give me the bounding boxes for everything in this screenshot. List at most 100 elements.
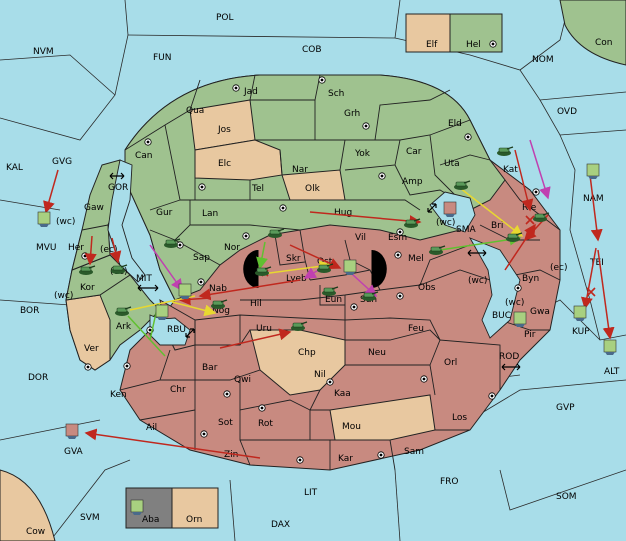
island-con[interactable]	[559, 0, 626, 66]
sea-gva: GVA	[64, 447, 84, 457]
province-obs[interactable]: Obs	[418, 283, 436, 293]
sea-cob: COB	[302, 45, 322, 55]
legend-top: Elf Hel	[405, 13, 503, 53]
province-olk[interactable]: Olk	[305, 184, 321, 194]
province-ver[interactable]: Ver	[84, 344, 99, 354]
province-amp[interactable]: Amp	[402, 177, 423, 187]
province-eun[interactable]: Eun	[325, 295, 342, 305]
province-jos[interactable]: Jos	[217, 125, 231, 135]
sea-pol: POL	[216, 13, 234, 23]
province-ken[interactable]: Ken	[110, 390, 127, 400]
sea-nvm: NVM	[33, 47, 54, 57]
province-sap[interactable]: Sap	[193, 253, 210, 263]
sea-con: Con	[595, 38, 613, 48]
province-nil[interactable]: Nil	[314, 370, 326, 380]
province-byn[interactable]: Byn	[522, 274, 539, 284]
province-kar[interactable]: Kar	[338, 454, 353, 464]
province-skr[interactable]: Skr	[286, 254, 301, 264]
province-tel[interactable]: Tel	[251, 184, 264, 194]
province-esm[interactable]: Esm	[388, 233, 407, 243]
province-nog[interactable]: Nog	[212, 306, 230, 316]
coast-wc-1: (wc)	[56, 217, 75, 227]
province-lyeb[interactable]: Lyeb	[286, 274, 307, 284]
province-gaw[interactable]: Gaw	[84, 203, 104, 213]
legend-aba: Aba	[142, 515, 159, 525]
province-pir[interactable]: Pir	[524, 330, 536, 340]
province-uru[interactable]: Uru	[256, 324, 272, 334]
province-sch[interactable]: Sch	[328, 89, 344, 99]
province-lan[interactable]: Lan	[202, 209, 218, 219]
coast-wc-3: (wc)	[468, 276, 487, 286]
province-sot[interactable]: Sot	[218, 418, 233, 428]
province-chp-shape[interactable]	[249, 329, 346, 396]
fleet-mvu	[37, 211, 51, 228]
province-borders	[124, 74, 491, 266]
lake-rbu	[149, 314, 191, 346]
province-nar[interactable]: Nar	[292, 165, 308, 175]
province-feu[interactable]: Feu	[408, 324, 424, 334]
sea-ovd: OVD	[557, 107, 577, 117]
legend-bottom: Aba Orn	[125, 487, 219, 529]
province-ail[interactable]: Ail	[146, 423, 157, 433]
sea-svm: SVM	[80, 513, 100, 523]
sea-nom: NOM	[532, 55, 554, 65]
province-nor[interactable]: Nor	[224, 243, 240, 253]
province-elc[interactable]: Elc	[218, 159, 231, 169]
province-bar[interactable]: Bar	[202, 363, 218, 373]
province-vil[interactable]: Vil	[355, 233, 366, 243]
province-car[interactable]: Car	[406, 147, 422, 157]
province-qwi[interactable]: Qwi	[234, 375, 251, 385]
province-rot[interactable]: Rot	[258, 419, 273, 429]
province-yok[interactable]: Yok	[354, 149, 371, 159]
province-ver-shape[interactable]	[65, 294, 111, 371]
sea-som: SOM	[556, 492, 577, 502]
sea-mvu: MVU	[36, 243, 57, 253]
coast-ec-1: (ec)	[100, 245, 118, 255]
sea-kup: KUP	[572, 327, 590, 337]
province-qua[interactable]: Qua	[186, 106, 204, 116]
tunnel-west	[243, 250, 258, 288]
province-mou-shape[interactable]	[329, 394, 436, 441]
legend-hel: Hel	[466, 40, 481, 50]
province-kaa[interactable]: Kaa	[334, 389, 351, 399]
fleet-gva	[65, 423, 79, 440]
province-her[interactable]: Her	[68, 243, 84, 253]
sea-dax: DAX	[271, 520, 290, 530]
coast-ec-3: (ec)	[550, 263, 568, 273]
province-ark[interactable]: Ark	[116, 322, 132, 332]
province-neu[interactable]: Neu	[368, 348, 386, 358]
province-gwa[interactable]: Gwa	[530, 307, 550, 317]
province-eld[interactable]: Eld	[448, 119, 462, 129]
province-chp[interactable]: Chp	[298, 348, 316, 358]
tunnel-east	[372, 250, 387, 288]
province-can[interactable]: Can	[135, 151, 153, 161]
province-zin[interactable]: Zin	[224, 450, 238, 460]
province-hug[interactable]: Hug	[334, 208, 352, 218]
province-mou[interactable]: Mou	[342, 422, 361, 432]
province-gur[interactable]: Gur	[156, 208, 173, 218]
province-chr[interactable]: Chr	[170, 385, 186, 395]
coast-wc-2: (wc)	[54, 291, 73, 301]
province-jad[interactable]: Jad	[243, 87, 258, 97]
province-hil[interactable]: Hil	[250, 299, 262, 309]
province-bri[interactable]: Bri	[491, 221, 503, 231]
sea-kal: KAL	[6, 163, 23, 173]
fleet-ost	[343, 259, 357, 276]
sea-tei: TEI	[589, 258, 604, 268]
province-grh[interactable]: Grh	[344, 109, 360, 119]
fleet-buc	[513, 311, 527, 328]
province-mel[interactable]: Mel	[408, 254, 424, 264]
fleet-rbu	[155, 304, 169, 321]
province-sam[interactable]: Sam	[404, 447, 424, 457]
sea-alt: ALT	[604, 367, 620, 377]
sea-mit: MIT	[136, 274, 152, 284]
province-orl[interactable]: Orl	[444, 358, 457, 368]
province-kor[interactable]: Kor	[80, 283, 95, 293]
province-uta[interactable]: Uta	[444, 159, 460, 169]
province-kat[interactable]: Kat	[503, 165, 518, 175]
sea-dor: DOR	[28, 373, 48, 383]
sea-lit: LIT	[304, 488, 318, 498]
army-kat	[496, 146, 514, 157]
province-nab[interactable]: Nab	[209, 284, 227, 294]
province-los[interactable]: Los	[452, 413, 467, 423]
